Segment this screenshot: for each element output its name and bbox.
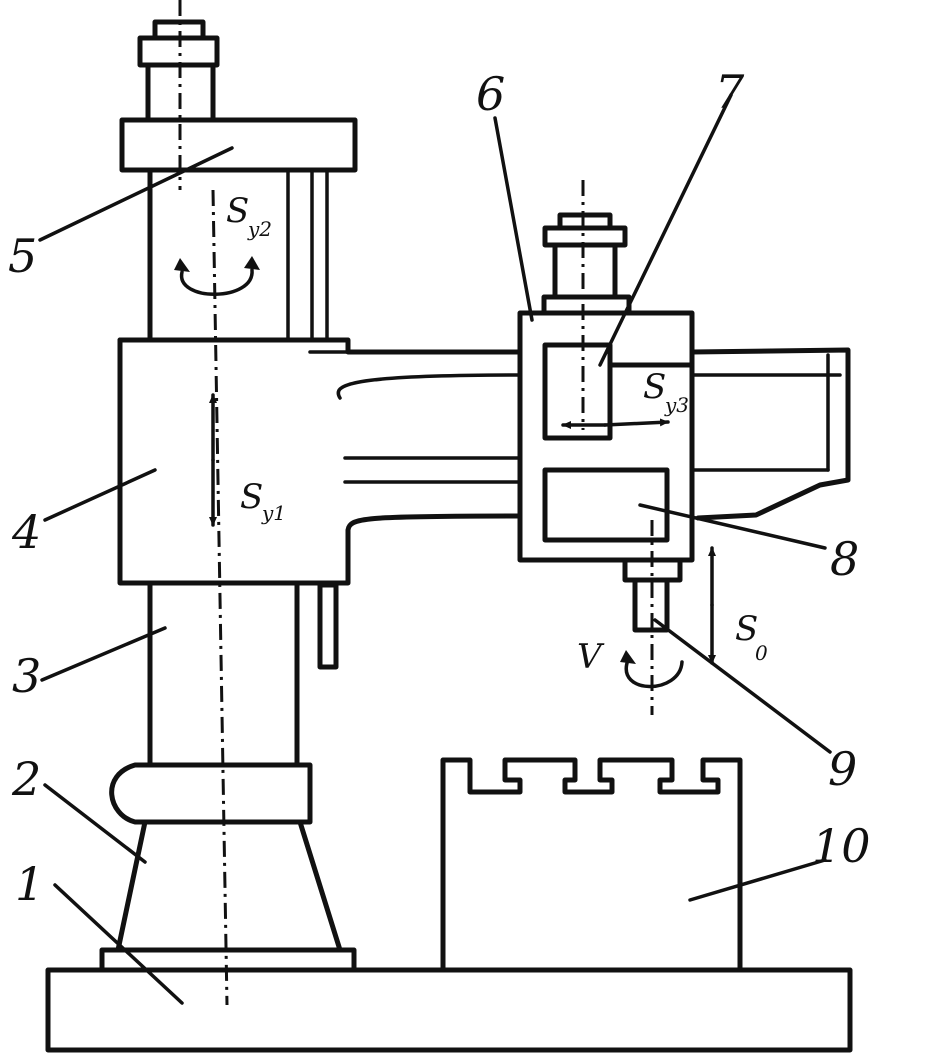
- callout-7: 7: [715, 65, 745, 119]
- sleeve-housing: [117, 337, 523, 586]
- callout-3: 3: [12, 649, 41, 703]
- v-rotation-arrow: [624, 658, 684, 689]
- callout-9: 9: [828, 742, 857, 796]
- drilling-head: [517, 212, 695, 563]
- axis-lines: [178, 0, 654, 1006]
- label-sy2-sub: y2: [247, 217, 272, 241]
- label-sy3-sub: y3: [664, 393, 689, 417]
- work-table: [440, 757, 743, 973]
- label-v: V: [577, 637, 605, 677]
- radial-arm: [689, 347, 851, 521]
- base-plate: [45, 947, 853, 1053]
- top-mechanism: [119, 19, 358, 343]
- label-sy3: S: [643, 367, 666, 407]
- column: [147, 582, 339, 768]
- sy3-right-arrow: [603, 418, 670, 427]
- callout-2: 2: [11, 752, 41, 806]
- motion-labels: S y1 S y2 S y3 S 0 V: [226, 191, 768, 677]
- column-sleeve-base: [109, 762, 343, 953]
- callout-1: 1: [15, 857, 44, 911]
- leader-lines: [38, 93, 832, 1005]
- label-s0: S: [735, 609, 758, 649]
- label-sy1: S: [240, 477, 263, 517]
- label-sy1-sub: y1: [261, 501, 286, 525]
- callout-10: 10: [812, 819, 871, 873]
- label-sy2: S: [226, 191, 249, 231]
- sy2-rotation-arrow: [180, 268, 254, 296]
- callout-6: 6: [476, 67, 505, 121]
- callout-5: 5: [8, 229, 37, 283]
- callout-4: 4: [11, 505, 41, 559]
- label-s0-sub: 0: [755, 641, 768, 665]
- callout-numbers: 1 2 3 4 5 6 7 8 9 10: [8, 65, 871, 911]
- callout-8: 8: [830, 532, 859, 586]
- motion-arrows: [174, 256, 716, 689]
